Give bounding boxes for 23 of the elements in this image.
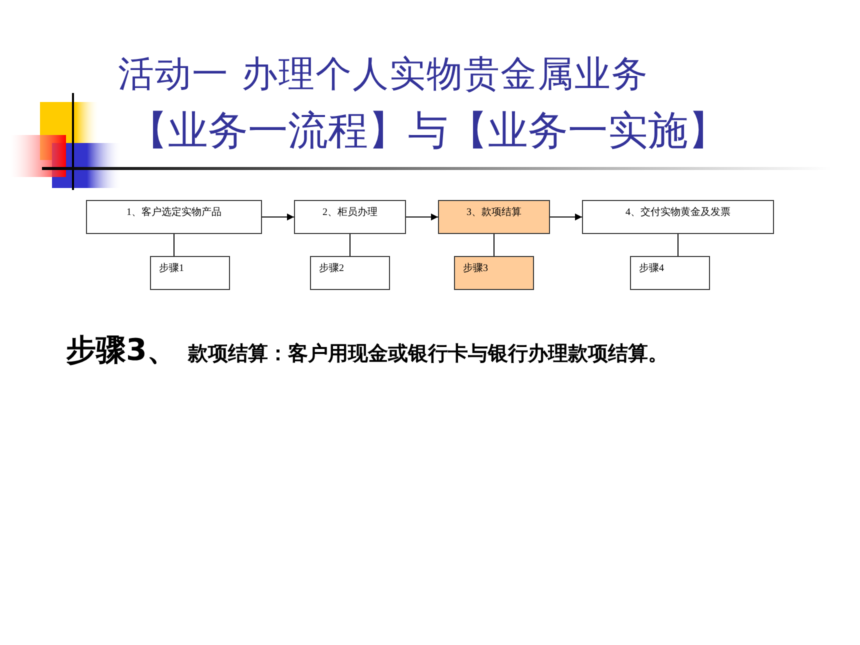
box-label: 3、款项结算 <box>466 206 522 219</box>
box-label: 步骤3 <box>463 262 488 275</box>
process-box <box>86 200 262 234</box>
title: 活动一 办理个人实物贵金属业务 <box>118 53 648 97</box>
box-label: 步骤1 <box>159 262 184 275</box>
subtitle: 【业务一流程】与【业务一实施】 <box>128 107 728 156</box>
step-box <box>630 256 710 290</box>
process-box <box>438 200 550 234</box>
process-box <box>294 200 406 234</box>
step-heading: 步骤3、 <box>66 332 177 370</box>
arrow <box>550 214 582 220</box>
box-label: 4、交付实物黄金及发票 <box>626 206 730 219</box>
box-label: 步骤4 <box>639 262 664 275</box>
box-label: 1、客户选定实物产品 <box>126 206 222 219</box>
arrow <box>406 214 438 220</box>
step-box <box>310 256 390 290</box>
arrow <box>262 214 294 220</box>
box-label: 步骤2 <box>319 262 344 275</box>
box-label: 2、柜员办理 <box>322 206 378 219</box>
step-box <box>150 256 230 290</box>
step-description: 款项结算：客户用现金或银行卡与银行办理款项结算。 <box>188 340 668 367</box>
process-box <box>582 200 774 234</box>
step-box <box>454 256 534 290</box>
